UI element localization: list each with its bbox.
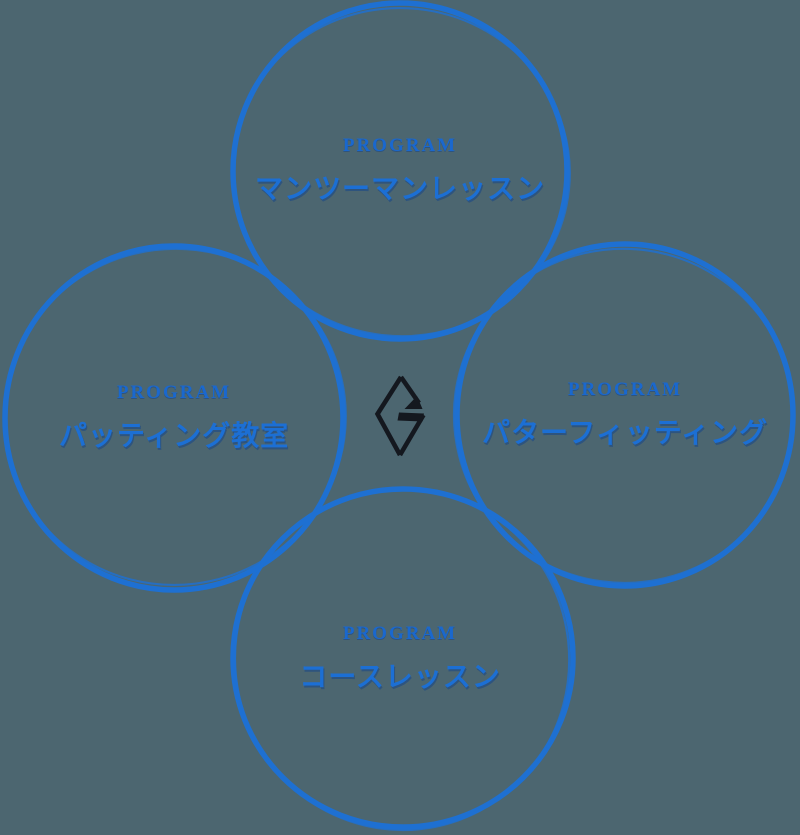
program-title: パッティング教室 — [58, 419, 290, 452]
program-bubble-putter-fitting[interactable]: PROGRAM パターフィッティング — [455, 245, 795, 585]
program-bubble-course-lesson[interactable]: PROGRAM コースレッスン — [230, 489, 570, 829]
program-eyebrow: PROGRAM — [342, 135, 458, 156]
program-eyebrow: PROGRAM — [567, 379, 683, 400]
program-bubble-man-to-man-lesson[interactable]: PROGRAM マンツーマンレッスン — [230, 1, 570, 341]
circle-left — [2, 243, 347, 593]
circle-top — [230, 0, 571, 342]
program-title: マンツーマンレッスン — [254, 172, 545, 205]
program-eyebrow: PROGRAM — [116, 382, 232, 403]
program-title: パターフィッティング — [481, 416, 769, 449]
program-bubble-putting-class[interactable]: PROGRAM パッティング教室 — [4, 248, 344, 588]
circle-right — [452, 241, 796, 589]
circle-bottom — [230, 486, 576, 832]
program-eyebrow: PROGRAM — [342, 623, 458, 644]
diamond-g-monogram-icon — [374, 375, 426, 457]
program-title: コースレッスン — [299, 660, 501, 693]
